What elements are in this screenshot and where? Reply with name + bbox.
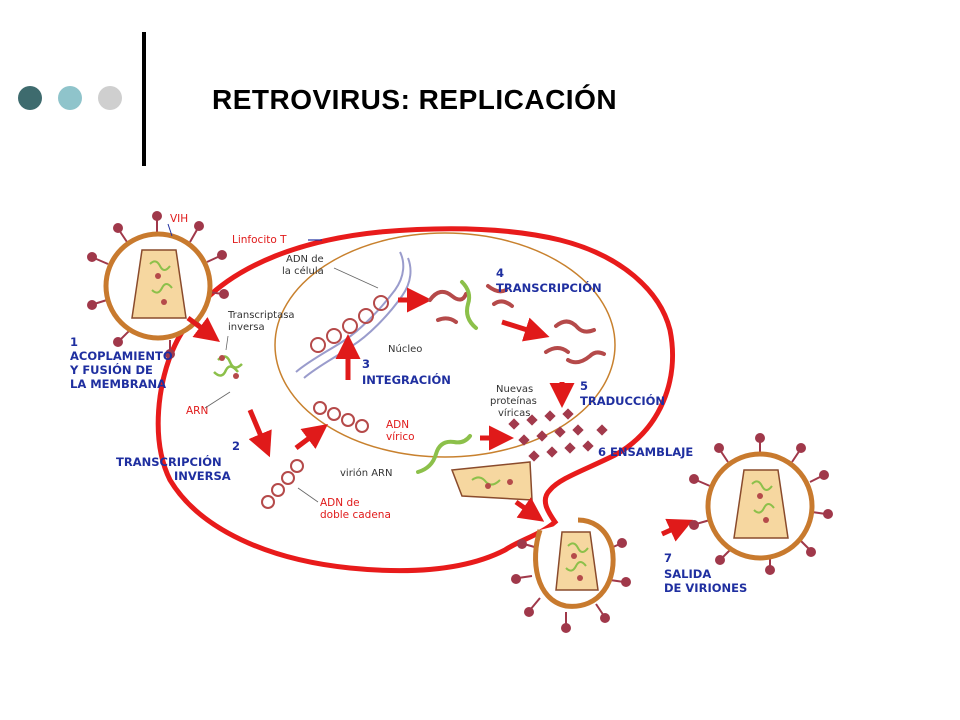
label-adn-doble-1: ADN de [320,497,360,509]
virus-budding [511,517,631,633]
header-divider [142,32,146,166]
step-2-number: 2 [232,439,240,453]
label-virion-arn: virión ARN [340,467,393,479]
step-7-line-2: DE VIRIONES [664,581,747,595]
arrow-export [501,317,550,342]
virus-vih-incoming [87,211,229,359]
host-dna-helix [295,251,412,379]
nucleus [274,232,616,458]
header-dot-teal [58,86,82,110]
label-adn-celula-2: la célula [282,265,324,277]
virion-rna-strand [416,434,472,474]
arrow-budding [514,497,545,522]
step-5-line-1: TRADUCCIÓN [580,393,665,408]
step-6-line-1: ENSAMBLAJE [610,445,693,459]
label-transcriptasa-1: Transcriptasa [227,310,295,321]
arrow-to-nucleus [294,424,328,450]
viral-dna-in-nucleus [313,401,369,433]
mrna-in-nucleus [428,280,514,330]
step-2-line-2: INVERSA [174,469,231,483]
label-transcriptasa-2: inversa [228,322,265,333]
step-1-number: 1 [70,335,78,349]
label-vih: VIH [170,213,188,225]
arrow-reverse-transcription [247,409,272,458]
label-adn-virico-1: ADN [386,419,409,431]
slide-title: RETROVIRUS: REPLICACIÓN [212,84,618,115]
step-1-line-3: LA MEMBRANA [70,377,166,391]
step-3-line-1: INTEGRACIÓN [362,372,451,387]
step-4-number: 4 [496,266,504,280]
label-nucleo: Núcleo [388,343,422,355]
cell-membrane [155,226,676,574]
virus-released [689,433,833,575]
label-adn-virico-2: vírico [386,431,415,443]
header-dot-gray [98,86,122,110]
viral-proteins [508,408,608,462]
header-dots [18,86,128,112]
step-1-line-1: ACOPLAMIENTO [70,349,173,363]
label-nuevas-2: proteínas [490,395,537,407]
arrow-exit [660,518,694,542]
label-linfocito: Linfocito T [232,234,287,246]
step-4-line-1: TRANSCRIPCIÓN [496,280,602,295]
label-nuevas-1: Nuevas [496,384,533,395]
label-adn-celula-1: ADN de [286,254,324,265]
step-6-number: 6 [598,445,606,459]
step-3-number: 3 [362,357,370,371]
label-adn-doble-2: doble cadena [320,509,391,521]
double-strand-dna [261,459,304,509]
label-arn: ARN [186,405,208,417]
step-1-line-2: Y FUSIÓN DE [69,362,153,377]
step-7-line-1: SALIDA [664,567,711,581]
step-2-line-1: TRANSCRIPCIÓN [116,454,222,469]
step-7-number: 7 [664,551,672,565]
arrow-entry [186,316,220,342]
header-dot-dark [18,86,42,110]
step-5-number: 5 [580,379,588,393]
capsid-assembling [450,461,533,501]
mrna-in-cytoplasm [544,319,606,365]
label-nuevas-3: víricas [498,407,530,419]
